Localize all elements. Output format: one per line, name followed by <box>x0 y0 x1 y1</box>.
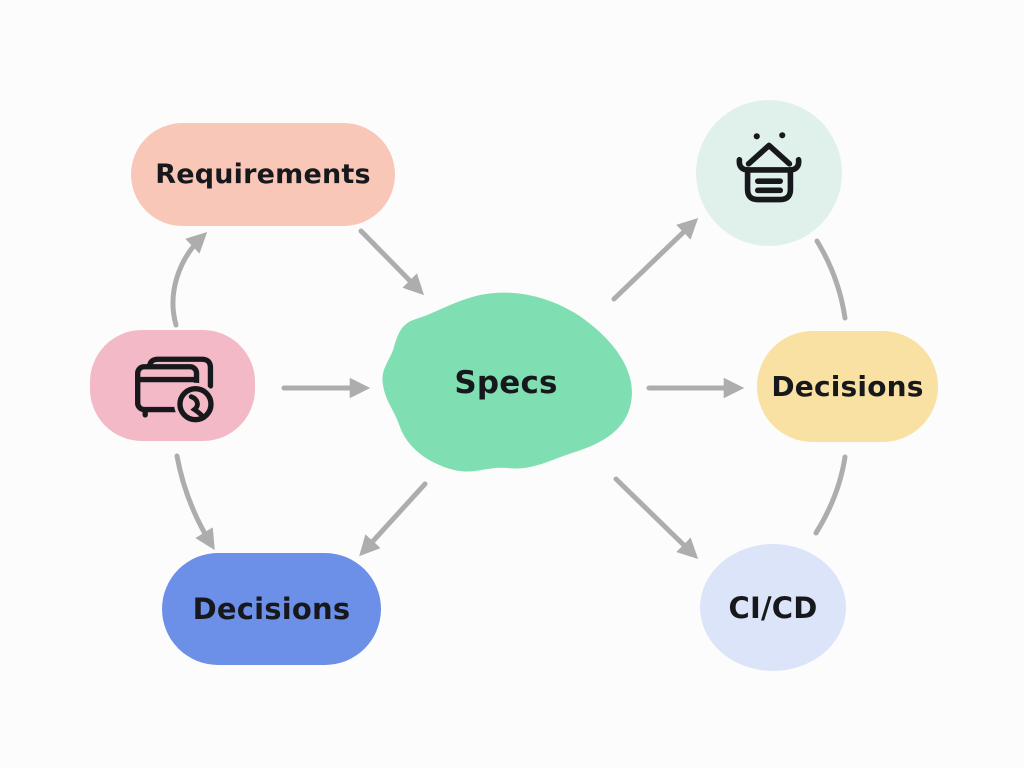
node-decisions-right: Decisions <box>757 331 938 442</box>
node-requirements: Requirements <box>131 123 395 226</box>
node-decisions-right-label: Decisions <box>771 370 924 403</box>
node-cicd: CI/CD <box>700 544 846 671</box>
arrow-requirements-to-specs <box>358 228 425 296</box>
node-specs-label: Specs <box>454 365 558 401</box>
node-decisions-bottom: Decisions <box>162 553 381 665</box>
card-clock-icon <box>134 356 217 426</box>
node-planning-card <box>90 330 255 441</box>
node-basket <box>696 100 842 246</box>
node-specs: Specs <box>372 285 640 481</box>
node-cicd-label: CI/CD <box>728 590 818 625</box>
node-decisions-bottom-label: Decisions <box>192 592 351 626</box>
arrow-planning-card-to-requirements <box>170 232 208 328</box>
link-decisions-right-to-cicd <box>813 454 848 536</box>
specs-blob-shape <box>382 292 632 472</box>
node-requirements-label: Requirements <box>155 159 371 190</box>
arrow-planning-card-to-decisions-bottom <box>174 453 215 551</box>
arrow-specs-to-basket <box>611 218 699 302</box>
link-basket-to-decisions-right <box>814 238 848 321</box>
arrow-specs-to-cicd <box>613 476 699 560</box>
arrow-specs-to-decisions-bottom <box>359 481 428 557</box>
basket-icon <box>736 132 802 203</box>
